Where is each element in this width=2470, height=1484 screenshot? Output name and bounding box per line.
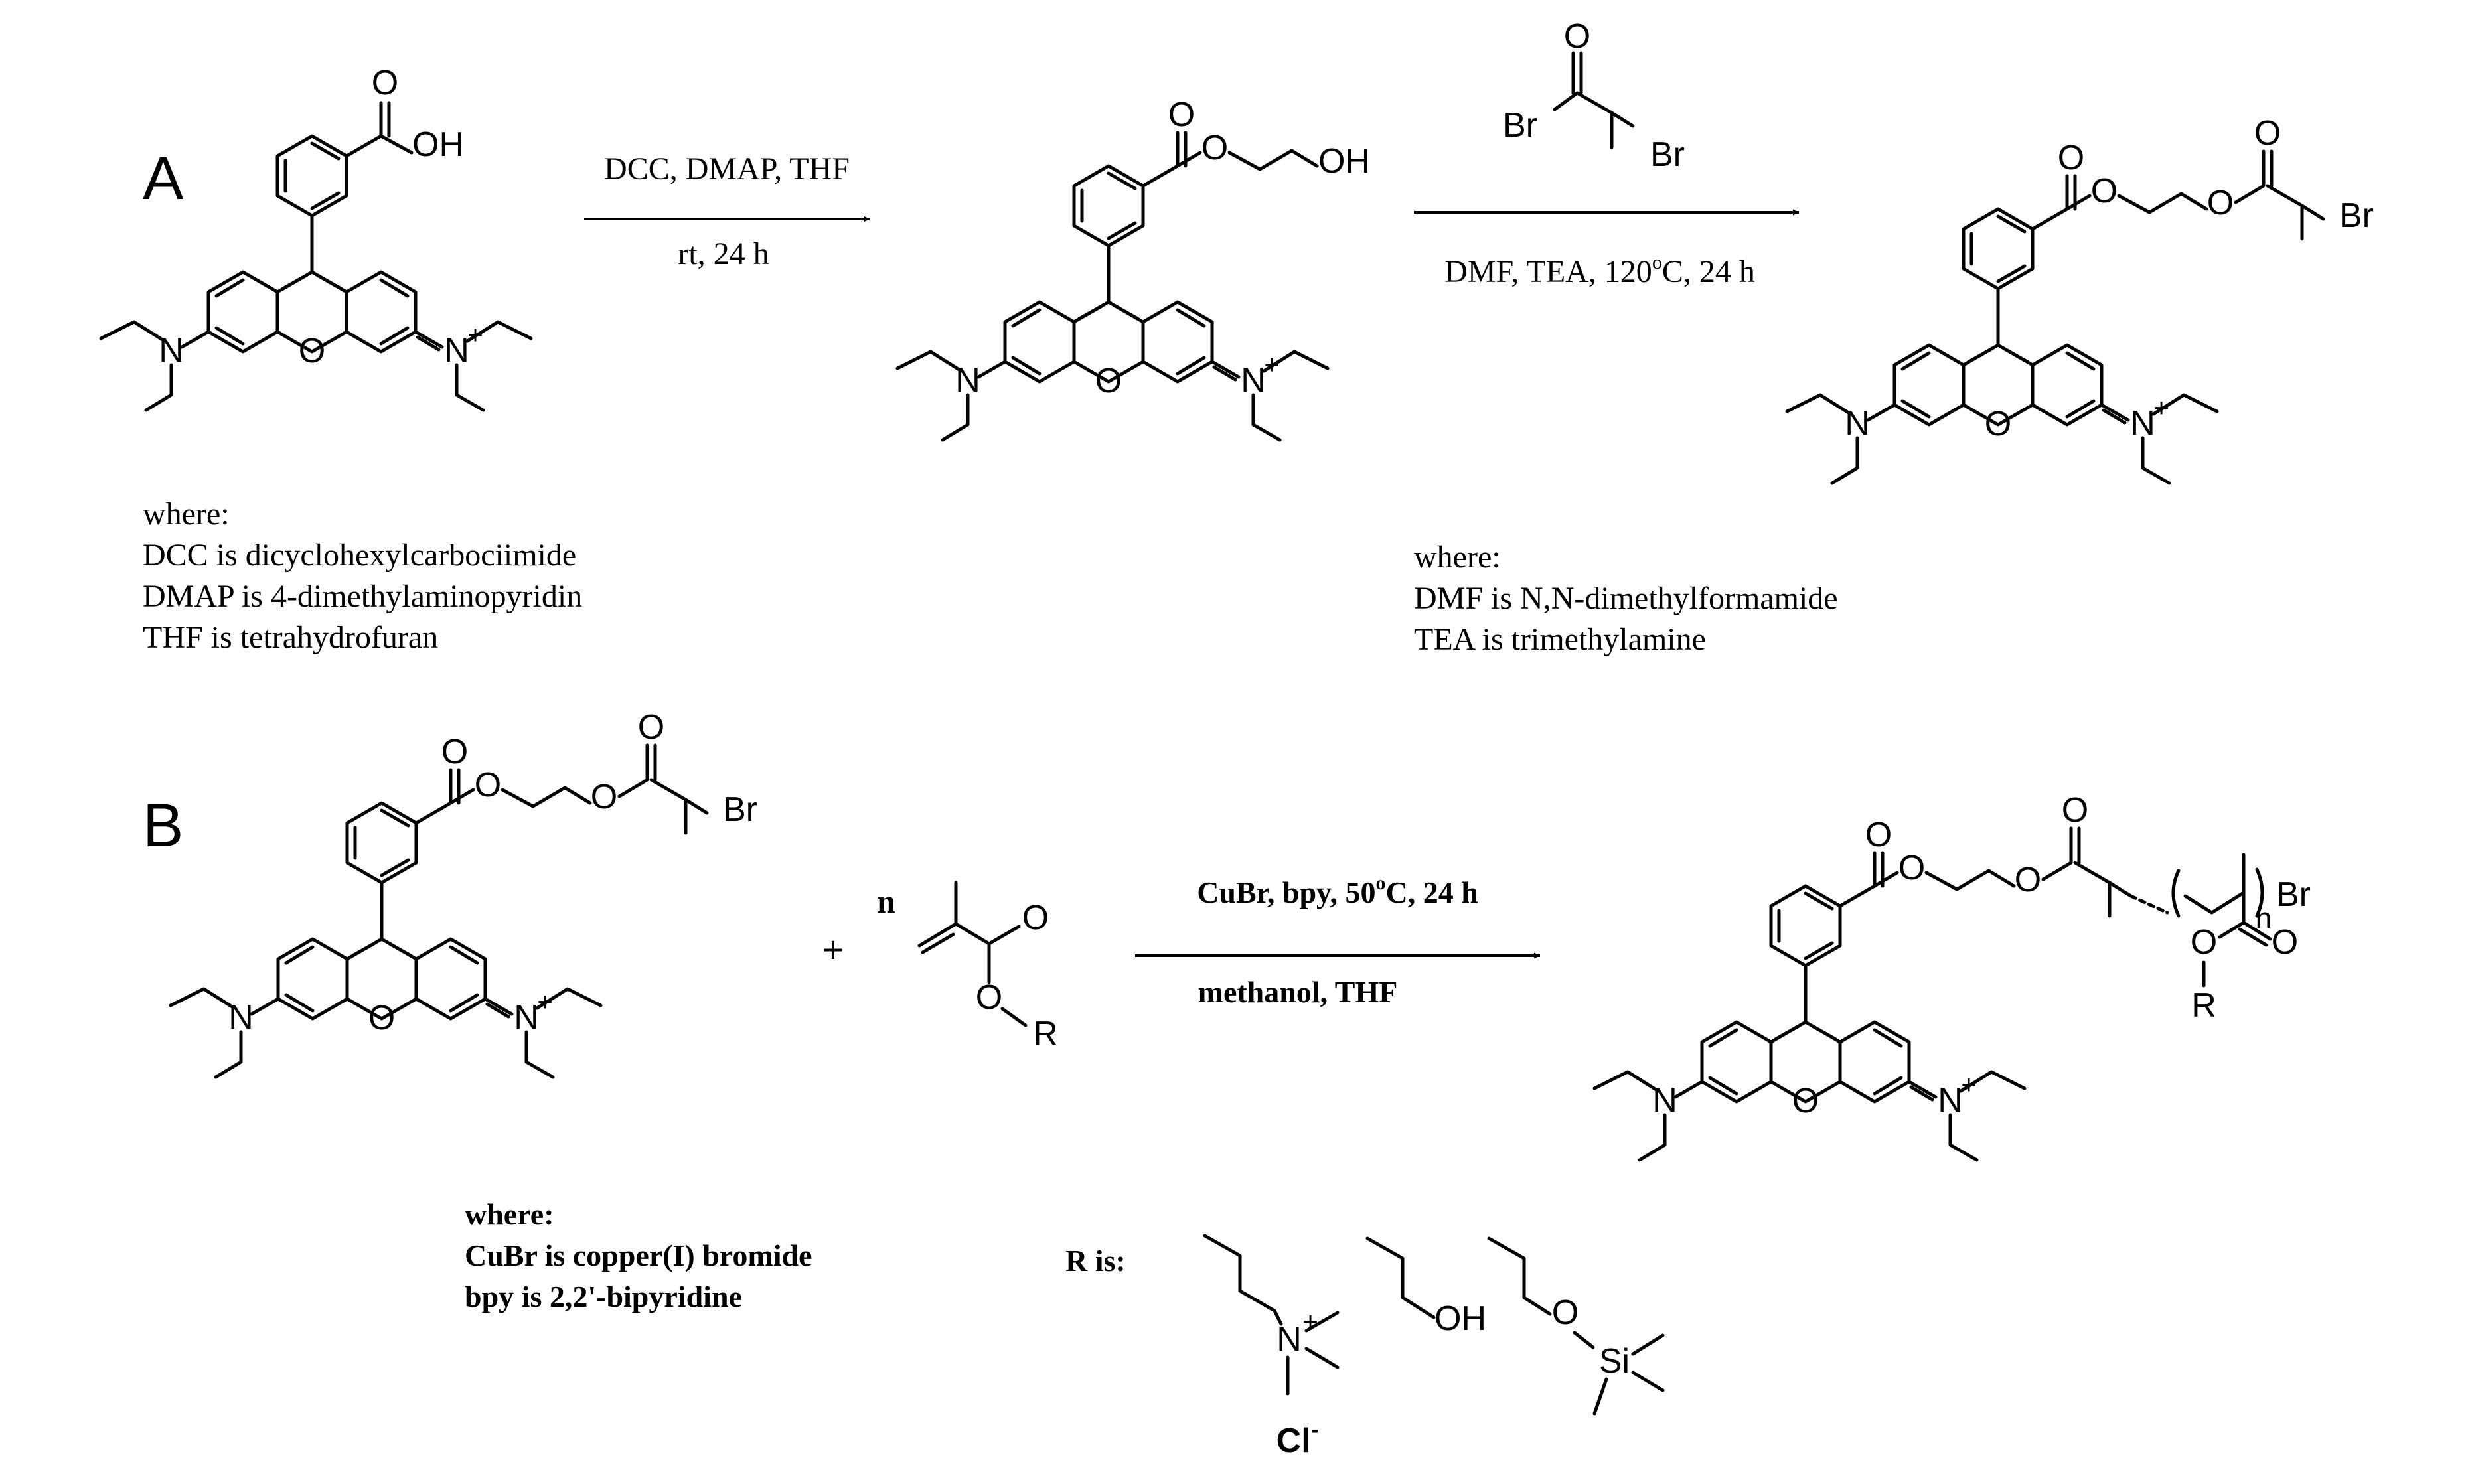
monomer-ester-oxygen: O	[976, 978, 1002, 1017]
quaternary-nitrogen-label: N	[1276, 1320, 1302, 1359]
r-option-trimethylammonium: N + Cl-	[1203, 1234, 1340, 1460]
terminal-hydroxyl-label: OH	[1318, 142, 1370, 181]
b-second-ester-oxygen-label: O	[591, 778, 617, 816]
atrp-initiator-structure: O O Br	[1787, 114, 2374, 483]
p-second-ester-oxygen-label: O	[2015, 861, 2041, 899]
acyl-bromide-label: Br	[1503, 106, 1537, 145]
step2-conditions: DMF, TEA, 120oC, 24 h	[1444, 252, 1755, 289]
chain-end-bromide: Br	[2276, 875, 2311, 914]
carboxyl-oxygen-label: O	[372, 64, 398, 102]
monomer-carbonyl-oxygen: O	[1022, 899, 1049, 937]
alkyl-bromide-label: Br	[1650, 135, 1685, 174]
r-option-silyl-ether: O Si	[1487, 1236, 1665, 1416]
r-is-label: R is:	[1065, 1244, 1126, 1278]
glossary-a-left: where: DCC is dicyclohexylcarbociimide D…	[143, 496, 590, 655]
polymer-r-group: R	[2191, 986, 2216, 1025]
polymerization-solvents: methanol, THF	[1198, 975, 1398, 1009]
polymerization-conditions: CuBr, bpy, 50oC, 24 h	[1197, 872, 1478, 909]
silyl-oxygen-label: O	[1552, 1294, 1579, 1332]
polymer-carbonyl-oxygen: O	[2272, 923, 2298, 962]
methacrylate-monomer-structure: n O O R	[877, 881, 1058, 1053]
b-initiator-bromide-label: Br	[723, 790, 757, 829]
glossary-a-right: where: DMF is N,N-dimethylformamide TEA …	[1414, 540, 1846, 657]
initiator-bromide-label: Br	[2339, 196, 2374, 235]
b-initiator-structure: O O Br	[171, 708, 757, 1077]
b-second-carbonyl-oxygen-label: O	[638, 708, 664, 747]
quaternary-charge-label: +	[1302, 1307, 1318, 1337]
step1-conditions: rt, 24 h	[678, 236, 769, 271]
polymer-ester-oxygen: O	[2191, 923, 2217, 962]
monomer-r-group: R	[1033, 1015, 1058, 1053]
hydroxyethyl-ester-structure: OH	[897, 96, 1370, 440]
hydroxyl-label: OH	[412, 125, 464, 164]
rhodamine-acid-structure: O OH	[101, 64, 531, 410]
hydroxypropyl-oh-label: OH	[1434, 1299, 1486, 1338]
step1-reagents: DCC, DMAP, THF	[604, 151, 850, 186]
glossary-b: where: CuBr is copper(I) bromide bpy is …	[465, 1197, 820, 1313]
repeat-unit-n: n	[2256, 902, 2272, 934]
r-option-hydroxypropyl: OH	[1365, 1236, 1486, 1338]
panel-a-label: A	[143, 145, 184, 212]
p-second-carbonyl-oxygen-label: O	[2062, 791, 2088, 830]
panel-b-label: B	[143, 792, 183, 859]
bromoisobutyryl-bromide-structure: O Br Br	[1503, 17, 1685, 174]
acyl-oxygen-label: O	[1564, 17, 1590, 56]
silicon-label: Si	[1599, 1342, 1630, 1380]
second-ester-oxygen-label: O	[2207, 184, 2234, 222]
polymer-product-structure: O O n Br O O R	[1594, 791, 2311, 1160]
chloride-counterion: Cl-	[1276, 1416, 1320, 1460]
second-carbonyl-oxygen-label: O	[2254, 114, 2281, 153]
plus-sign: +	[822, 928, 844, 970]
monomer-count-n: n	[877, 883, 895, 920]
